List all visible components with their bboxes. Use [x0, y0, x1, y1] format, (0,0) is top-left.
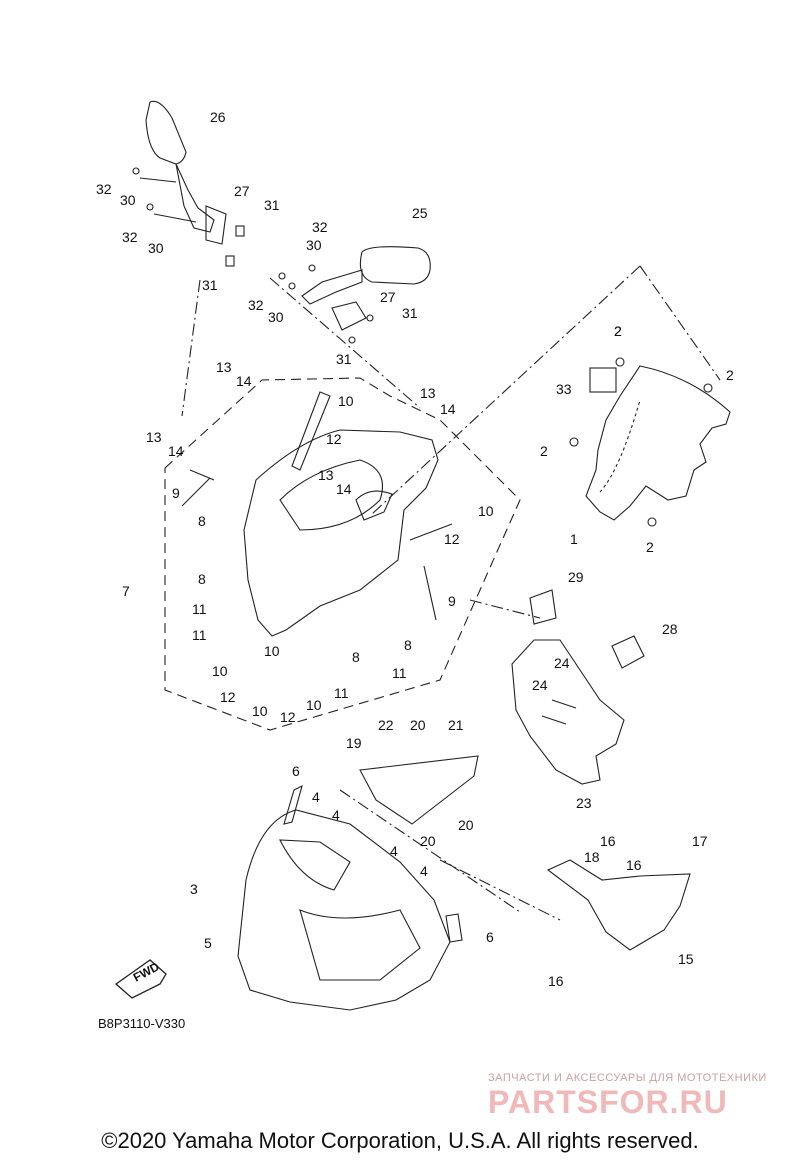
- callout-32: 32: [122, 229, 138, 245]
- upper-cowling: [181, 391, 453, 637]
- callout-32: 32: [248, 297, 264, 313]
- callout-28: 28: [662, 621, 678, 637]
- callout-10: 10: [338, 393, 354, 409]
- callout-10: 10: [252, 703, 268, 719]
- callout-14: 14: [440, 401, 456, 417]
- callout-30: 30: [268, 309, 284, 325]
- callout-14: 14: [236, 373, 252, 389]
- right-mirror: [278, 246, 431, 344]
- callout-30: 30: [148, 240, 164, 256]
- callout-9: 9: [172, 485, 180, 501]
- callout-group: 1222223444456678888991010101010101111111…: [96, 109, 734, 989]
- callout-1: 1: [570, 531, 578, 547]
- callout-25: 25: [412, 205, 428, 221]
- callout-6: 6: [292, 763, 300, 779]
- fwd-label: FWD: [131, 959, 162, 984]
- callout-6: 6: [486, 929, 494, 945]
- callout-14: 14: [336, 481, 352, 497]
- callout-2: 2: [726, 367, 734, 383]
- callout-33: 33: [556, 381, 572, 397]
- callout-8: 8: [404, 637, 412, 653]
- callout-24: 24: [554, 655, 570, 671]
- callout-13: 13: [318, 467, 334, 483]
- callout-3: 3: [190, 881, 198, 897]
- callout-20: 20: [458, 817, 474, 833]
- callout-2: 2: [614, 323, 622, 339]
- callout-9: 9: [448, 593, 456, 609]
- watermark-tagline: ЗАПЧАСТИ И АКСЕССУАРЫ ДЛЯ МОТОТЕХНИКИ: [488, 1072, 767, 1084]
- callout-13: 13: [146, 429, 162, 445]
- callout-16: 16: [548, 973, 564, 989]
- callout-2: 2: [646, 539, 654, 555]
- callout-12: 12: [444, 531, 460, 547]
- callout-4: 4: [420, 863, 428, 879]
- callout-20: 20: [410, 717, 426, 733]
- callout-26: 26: [210, 109, 226, 125]
- callout-11: 11: [192, 627, 207, 643]
- callout-16: 16: [626, 857, 642, 873]
- side-panel: [546, 859, 691, 951]
- callout-4: 4: [332, 807, 340, 823]
- left-mirror: [132, 100, 245, 267]
- callout-23: 23: [576, 795, 592, 811]
- callout-20: 20: [420, 833, 436, 849]
- callout-16: 16: [600, 833, 616, 849]
- callout-31: 31: [336, 351, 352, 367]
- callout-10: 10: [212, 663, 228, 679]
- copyright-notice: ©2020 Yamaha Motor Corporation, U.S.A. A…: [101, 1128, 699, 1153]
- callout-13: 13: [216, 359, 232, 375]
- callout-10: 10: [264, 643, 280, 659]
- callout-4: 4: [390, 843, 398, 859]
- callout-2: 2: [540, 443, 548, 459]
- fwd-arrow-icon: FWD: [114, 959, 167, 999]
- callout-31: 31: [264, 197, 280, 213]
- callout-12: 12: [326, 431, 342, 447]
- callout-31: 31: [202, 277, 218, 293]
- callout-12: 12: [280, 709, 296, 725]
- callout-4: 4: [312, 789, 320, 805]
- callout-10: 10: [478, 503, 494, 519]
- cowling-stay: [511, 589, 645, 785]
- callout-29: 29: [568, 569, 584, 585]
- callout-30: 30: [120, 192, 136, 208]
- callout-11: 11: [334, 685, 349, 701]
- callout-2: 2: [614, 323, 622, 339]
- callout-11: 11: [392, 665, 407, 681]
- callout-12: 12: [220, 689, 236, 705]
- callout-15: 15: [678, 951, 694, 967]
- leader-lines: [181, 265, 721, 921]
- callout-8: 8: [352, 649, 360, 665]
- lower-cowling: [237, 755, 479, 1011]
- callout-32: 32: [312, 219, 328, 235]
- callout-21: 21: [448, 717, 464, 733]
- diagram-code: B8P3110-V330: [98, 1016, 185, 1031]
- callout-17: 17: [692, 833, 708, 849]
- callout-10: 10: [306, 697, 322, 713]
- callout-11: 11: [192, 601, 207, 617]
- windshield: [569, 357, 731, 527]
- watermark-logo: PARTSFOR.RU: [488, 1084, 728, 1120]
- callout-22: 22: [378, 717, 394, 733]
- callout-14: 14: [168, 443, 184, 459]
- callout-8: 8: [198, 571, 206, 587]
- callout-30: 30: [306, 237, 322, 253]
- callout-8: 8: [198, 513, 206, 529]
- callout-27: 27: [234, 183, 250, 199]
- callout-19: 19: [346, 735, 362, 751]
- callout-32: 32: [96, 181, 112, 197]
- callout-31: 31: [402, 305, 418, 321]
- callout-24: 24: [532, 677, 548, 693]
- callout-7: 7: [122, 583, 130, 599]
- cowling-kit-outline: [164, 377, 521, 731]
- callout-5: 5: [204, 935, 212, 951]
- callout-27: 27: [380, 289, 396, 305]
- callout-18: 18: [584, 849, 600, 865]
- callout-13: 13: [420, 385, 436, 401]
